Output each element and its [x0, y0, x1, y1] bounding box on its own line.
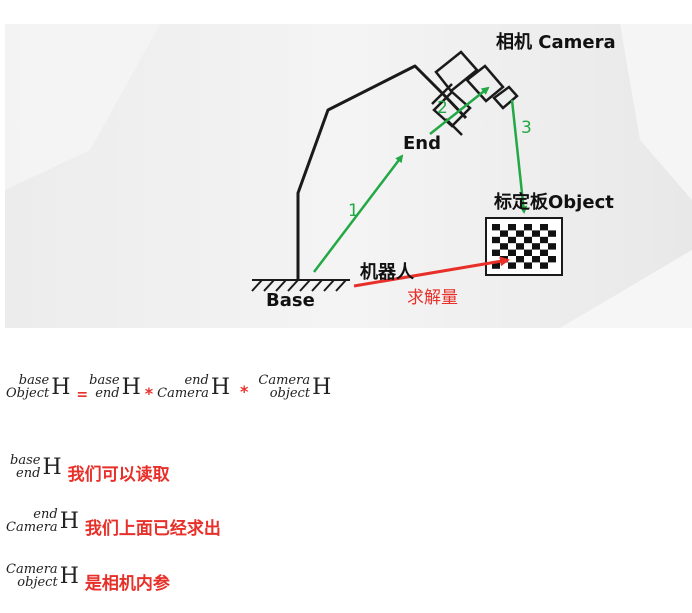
arrow-3 [510, 99, 528, 214]
checker-square [500, 243, 508, 250]
checker-square [540, 249, 548, 256]
checker-square [540, 262, 548, 269]
checker-square [524, 262, 532, 269]
board-label: 标定板Object [493, 191, 614, 213]
background-facet [5, 24, 160, 190]
checker-square [540, 236, 548, 244]
checker-square [548, 243, 556, 250]
checker-square [532, 256, 540, 263]
note-text: 是相机内参 [84, 573, 170, 594]
note-text: 我们可以读取 [67, 464, 170, 485]
arrow-2-label: 2 [437, 98, 448, 118]
checker-square [508, 224, 516, 231]
checker-square [492, 224, 500, 231]
multiply-sign: * [240, 381, 249, 401]
checker-square [516, 256, 524, 263]
camera-label: 相机 Camera [496, 32, 616, 53]
checker-square [516, 243, 524, 250]
checker-square [508, 249, 516, 256]
checker-square [508, 236, 516, 244]
checker-square [524, 236, 532, 244]
note-text: 我们上面已经求出 [84, 518, 221, 539]
arrow-1-label: 1 [348, 201, 359, 221]
robot-label: 机器人 [360, 262, 415, 283]
checker-square [532, 243, 540, 250]
background-facet [620, 24, 692, 200]
checker-square [548, 256, 556, 263]
arrow-2 [429, 86, 490, 135]
checker-square [532, 230, 540, 237]
robot-arm [296, 64, 468, 280]
solve-label: 求解量 [407, 288, 458, 308]
checker-square [524, 249, 532, 256]
checker-square [508, 262, 516, 269]
calibration-board [485, 217, 563, 276]
end-label: End [403, 133, 441, 154]
checker-square [524, 224, 532, 231]
checker-square [540, 224, 548, 231]
multiply-sign: * [144, 383, 154, 403]
checker-square [492, 236, 500, 244]
checker-square [492, 249, 500, 256]
arrow-1 [313, 154, 404, 273]
background-facet [560, 250, 692, 328]
checker-square [548, 230, 556, 237]
arrow-3-label: 3 [521, 118, 532, 138]
base-label: Base [266, 290, 315, 311]
equals-sign: = [76, 387, 89, 403]
checker-square [492, 262, 500, 269]
arrow-solve [353, 256, 510, 288]
hand-eye-calibration-diagram: 相机 Camera End 标定板Object 机器人 Base 求解量 1 2… [5, 24, 692, 328]
checker-square [500, 230, 508, 237]
checker-square [516, 230, 524, 237]
ground-hatch [251, 279, 350, 292]
